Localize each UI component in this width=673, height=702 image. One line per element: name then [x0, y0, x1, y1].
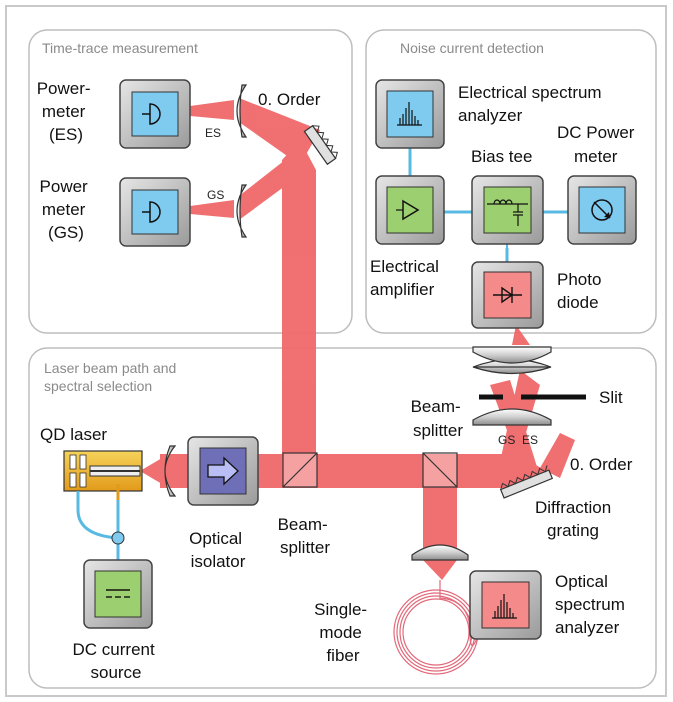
beam-laser-tip [140, 458, 162, 484]
diode-icon [493, 286, 522, 304]
label-single-mode-fiber: Single- mode fiber [314, 600, 372, 665]
bias-tee-icon [487, 199, 528, 226]
optical-spectrum-analyzer [469, 570, 542, 640]
label-zero-order-top: 0. Order [258, 90, 321, 109]
lens-collimator [164, 445, 177, 497]
powermeter-gs [119, 177, 191, 247]
beam-zero-order [540, 433, 575, 478]
beam-into-pm-es [190, 100, 234, 120]
detector-icon [149, 201, 161, 223]
beam-vertical [282, 140, 316, 454]
section-title-noise: Noise current detection [400, 40, 544, 56]
beam-to-fiber-lens [423, 488, 457, 548]
label-es-small: ES [522, 433, 538, 447]
lens-slit-top-2 [472, 346, 552, 364]
spectrum-icon [492, 594, 517, 619]
label-diffraction-grating: Diffraction grating [535, 498, 616, 540]
lens-fiber [411, 544, 469, 561]
outer-frame [5, 5, 667, 697]
section-title-laser-path-2: spectral selection [44, 378, 152, 394]
laser-beams [140, 98, 575, 580]
lens-gs [236, 184, 248, 238]
beamsplitter-1 [282, 452, 318, 488]
label-elec-amp: Electrical amplifier [370, 257, 444, 299]
beam-into-fiber [423, 560, 457, 580]
beam-to-gs [239, 160, 300, 220]
electrical-spectrum-analyzer [375, 79, 445, 149]
lens-slit-top [472, 358, 552, 375]
lens-es [236, 84, 248, 138]
electrical-amplifier [375, 175, 445, 245]
lens-slit-bottom [472, 408, 552, 426]
label-beamsplitter-2: Beam- splitter [411, 397, 466, 440]
dc-current-source [83, 559, 153, 629]
label-osa: Optical spectrum analyzer [555, 572, 630, 637]
section-title-laser-path-1: Laser beam path and [44, 360, 176, 376]
bias-tee [471, 175, 544, 245]
label-powermeter-gs: Power meter (GS) [40, 177, 93, 242]
grating-bottom [499, 465, 554, 499]
section-noise-detection [365, 29, 657, 334]
optical-isolator [187, 436, 259, 506]
label-dc-power-meter: DC Power meter [557, 123, 639, 166]
label-esa: Electrical spectrum analyzer [458, 83, 606, 125]
spectrum-icon [397, 102, 422, 126]
meter-icon [591, 199, 613, 221]
beam-to-photodiode [512, 325, 530, 345]
label-photodiode: Photo diode [557, 270, 606, 312]
label-optical-isolator: Optical isolator [189, 529, 247, 571]
photodiode [471, 261, 544, 329]
label-dc-current-source: DC current source [73, 640, 160, 682]
section-time-trace [28, 29, 353, 334]
beam-into-pm-gs [190, 200, 234, 218]
label-gs: GS [207, 188, 224, 202]
powermeter-es [119, 79, 191, 149]
label-gs-small: GS [498, 433, 515, 447]
beam-to-es [239, 98, 320, 165]
grating-top [303, 124, 339, 166]
laser-wiring [76, 484, 125, 560]
label-es: ES [205, 126, 221, 140]
label-slit: Slit [599, 388, 623, 407]
arrow-right-icon [207, 456, 239, 486]
label-beamsplitter-1: Beam- splitter [278, 515, 333, 557]
label-qd-laser: QD laser [40, 425, 107, 444]
detector-icon [149, 103, 161, 125]
section-laser-path [28, 347, 657, 689]
label-bias-tee: Bias tee [471, 147, 532, 166]
section-title-time-trace: Time-trace measurement [42, 40, 198, 56]
label-zero-order-bottom: 0. Order [570, 455, 633, 474]
label-powermeter-es: Power- meter (ES) [37, 79, 96, 144]
dc-power-meter [567, 175, 637, 245]
beamsplitter-2 [422, 452, 458, 488]
qd-laser [63, 450, 143, 492]
